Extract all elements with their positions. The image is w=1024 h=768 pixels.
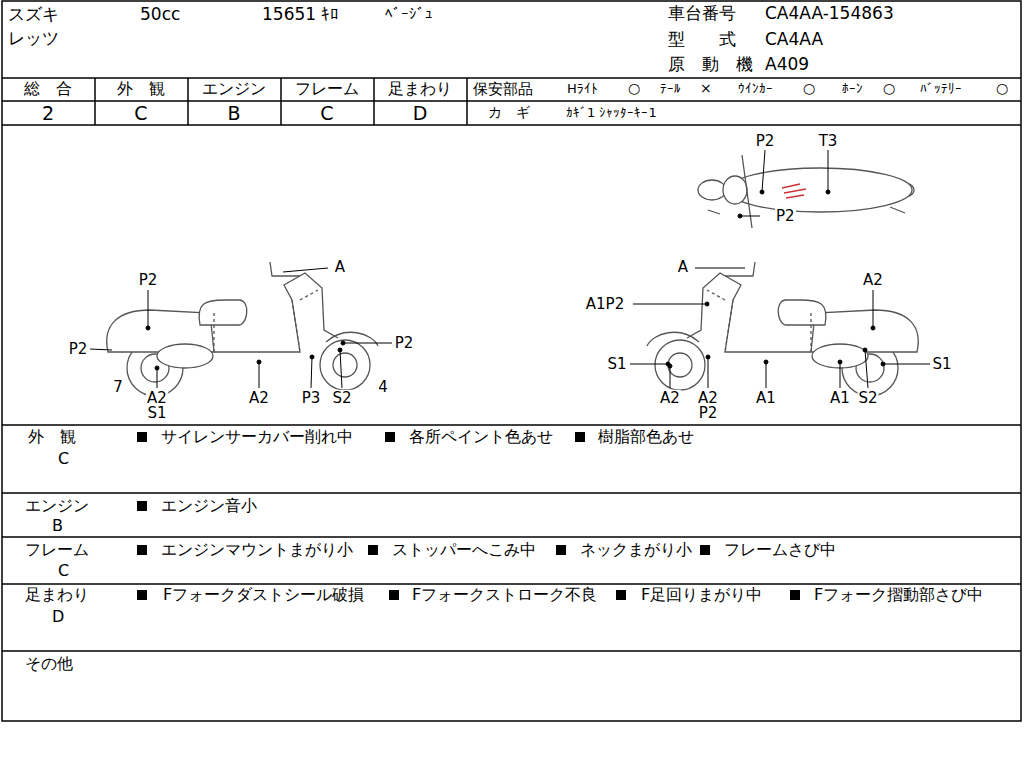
callout-code: S1 (146, 405, 167, 422)
sheet-text: 保安部品 (473, 81, 533, 98)
sheet-text: ﾍﾞｰｼﾞｭ (385, 6, 433, 23)
sheet-text: 足まわり (25, 586, 89, 604)
sheet-text: ○ (996, 81, 1008, 96)
sheet-text: 各所ペイント色あせ (409, 428, 553, 446)
sheet-text: ｶｷﾞ1 ｼｬｯﾀｰｷｰ1 (566, 106, 657, 120)
sheet-text: D (52, 608, 64, 626)
sheet-text: エンジン (25, 497, 89, 515)
sheet-text: その他 (25, 655, 73, 673)
sheet-text: Fフォークストローク不良 (412, 586, 597, 604)
callout-code: A (334, 259, 346, 276)
sheet-text: ○ (803, 81, 815, 96)
sheet-text: ｳｲﾝｶｰ (738, 82, 773, 96)
sheet-text: ﾊﾞｯﾃﾘｰ (920, 82, 962, 96)
callout-code: 7 (112, 379, 124, 396)
sheet-text: エンジン音小 (161, 497, 257, 515)
callout-code: A2 (659, 390, 681, 407)
sheet-text: 車台番号 (668, 4, 736, 23)
sheet-grid (2, 1, 1021, 721)
sheet-text: 50cc (140, 5, 180, 24)
sheet-text: 外 観 (117, 80, 165, 98)
sheet-text: CA4AA-154863 (765, 4, 894, 23)
sheet-text: ○ (883, 81, 895, 96)
callout-code: S1 (931, 356, 952, 373)
sheet-text: 15651 ｷﾛ (262, 5, 339, 24)
sheet-text: C (58, 562, 69, 580)
sheet-text: Hﾗｲﾄ (567, 82, 598, 96)
sheet-text: フレーム (295, 80, 359, 98)
callout-code: P2 (68, 341, 89, 358)
sheet-text: B (52, 517, 63, 535)
sheet-text: ストッパーへこみ中 (392, 541, 536, 559)
callout-code: S2 (331, 390, 352, 407)
sheet-text: サイレンサーカバー削れ中 (161, 428, 353, 446)
sheet-text: × (700, 81, 712, 96)
sheet-text: B (227, 103, 240, 124)
sheet-text: 足まわり (388, 80, 452, 98)
sheet-text: 原 動 機 (668, 55, 753, 74)
sheet-text: ﾃｰﾙ (660, 82, 681, 96)
scooter-left (107, 262, 378, 396)
sheet-text: エンジンマウントまがり小 (161, 541, 353, 559)
sheet-text: 総 合 (24, 80, 72, 98)
leader-lines (90, 150, 930, 388)
callout-code: A (677, 259, 689, 276)
sheet-text: ﾎｰﾝ (842, 82, 863, 96)
sheet-text: ネックまがり小 (580, 541, 692, 559)
sheet-text: 型 式 (668, 30, 736, 49)
bullet-squares (137, 432, 800, 600)
scooter-top (698, 155, 914, 228)
sheet-text: A409 (765, 55, 809, 74)
sheet-text: Fフォーク摺動部さび中 (814, 586, 983, 604)
callout-code: A1P2 (585, 296, 625, 313)
callout-code: A1 (755, 390, 777, 407)
callout-code: T3 (818, 133, 839, 150)
scooter-right (647, 262, 918, 396)
sheet-text: 外 観 (28, 428, 76, 446)
sheet-text: エンジン (202, 80, 266, 98)
callout-code: A2 (862, 272, 884, 289)
sheet-text: ○ (628, 81, 640, 96)
sheet-text: 2 (42, 103, 54, 124)
sheet-text: F足回りまがり中 (641, 586, 762, 604)
callout-code: P2 (698, 405, 719, 422)
sheet-text: Fフォークダストシール破損 (163, 586, 364, 604)
sheet-text: レッツ (8, 29, 59, 48)
sheet-text: C (320, 103, 333, 124)
sheet-text: C (134, 103, 147, 124)
callout-code: P2 (138, 272, 159, 289)
sheet-text: C (58, 450, 69, 468)
sheet-text: 樹脂部色あせ (598, 428, 694, 446)
sheet-text: フレーム (25, 541, 89, 559)
sheet-text: フレームさび中 (724, 541, 836, 559)
callout-code: A1 (829, 390, 851, 407)
callout-code: S2 (857, 390, 878, 407)
sheet-text: カ ギ (488, 105, 530, 120)
callout-code: P2 (755, 133, 776, 150)
callout-code: P2 (775, 208, 796, 225)
sheet-text: CA4AA (765, 30, 823, 49)
callout-code: P2 (394, 335, 415, 352)
sheet-text: スズキ (8, 5, 59, 24)
callout-code: A2 (248, 390, 270, 407)
sheet-text: D (413, 103, 428, 124)
callout-code: 4 (377, 379, 389, 396)
callout-code: P3 (301, 390, 322, 407)
callout-code: S1 (606, 356, 627, 373)
